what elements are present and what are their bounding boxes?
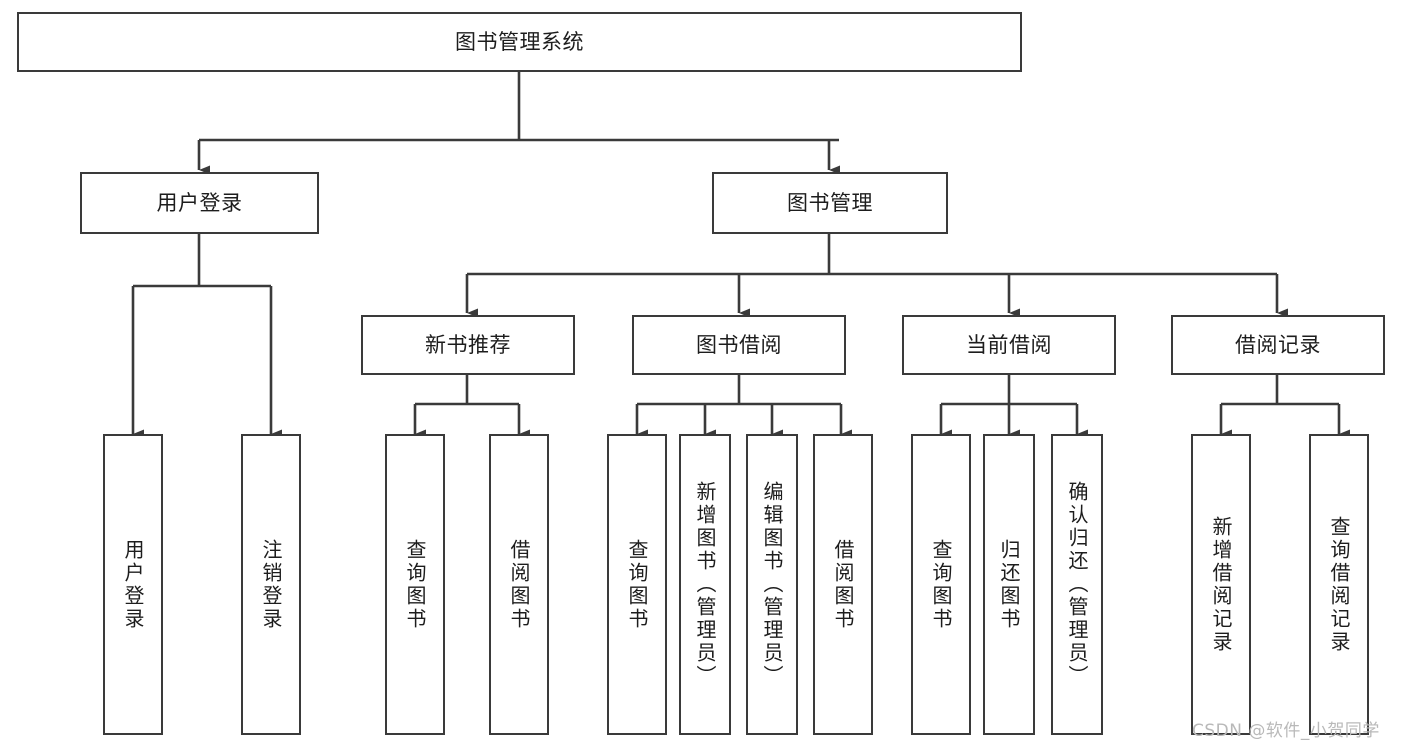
node-book-management[interactable]: 图书管理 — [712, 172, 948, 234]
leaf-record-query[interactable]: 查询借阅记录 — [1309, 434, 1369, 735]
leaf-user-login-signout[interactable]: 注销登录 — [241, 434, 301, 735]
leaf-record-add[interactable]: 新增借阅记录 — [1191, 434, 1251, 735]
node-new-book-recommend-label: 新书推荐 — [425, 332, 511, 357]
leaf-borrow-add-book[interactable]: 新增图书（管理员） — [679, 434, 731, 735]
node-book-borrow-label: 图书借阅 — [696, 332, 782, 357]
leaf-user-login-signout-label: 注销登录 — [259, 538, 283, 631]
node-user-login[interactable]: 用户登录 — [80, 172, 319, 234]
leaf-borrow-query[interactable]: 查询图书 — [607, 434, 667, 735]
leaf-newbook-borrow-label: 借阅图书 — [507, 538, 531, 631]
node-current-borrow-label: 当前借阅 — [966, 332, 1052, 357]
leaf-current-return[interactable]: 归还图书 — [983, 434, 1035, 735]
node-current-borrow[interactable]: 当前借阅 — [902, 315, 1116, 375]
node-borrow-record-label: 借阅记录 — [1235, 332, 1321, 357]
leaf-record-add-label: 新增借阅记录 — [1209, 515, 1233, 654]
leaf-borrow-edit-book[interactable]: 编辑图书（管理员） — [746, 434, 798, 735]
leaf-current-confirm-return-label: 确认归还（管理员） — [1065, 481, 1089, 688]
csdn-watermark: CSDN @软件_小贺同学 — [1192, 721, 1380, 741]
leaf-borrow-query-label: 查询图书 — [625, 538, 649, 631]
leaf-current-query-label: 查询图书 — [929, 538, 953, 631]
node-root-label: 图书管理系统 — [455, 29, 584, 54]
leaf-newbook-query-label: 查询图书 — [403, 538, 427, 631]
leaf-newbook-query[interactable]: 查询图书 — [385, 434, 445, 735]
node-borrow-record[interactable]: 借阅记录 — [1171, 315, 1385, 375]
leaf-user-login-signin-label: 用户登录 — [121, 538, 145, 631]
leaf-record-query-label: 查询借阅记录 — [1327, 515, 1351, 654]
leaf-newbook-borrow[interactable]: 借阅图书 — [489, 434, 549, 735]
leaf-borrow-add-book-label: 新增图书（管理员） — [693, 481, 717, 688]
node-book-management-label: 图书管理 — [787, 190, 873, 215]
node-user-login-label: 用户登录 — [156, 190, 243, 215]
node-root[interactable]: 图书管理系统 — [17, 12, 1022, 72]
node-book-borrow[interactable]: 图书借阅 — [632, 315, 846, 375]
leaf-borrow-borrow-book[interactable]: 借阅图书 — [813, 434, 873, 735]
node-new-book-recommend[interactable]: 新书推荐 — [361, 315, 575, 375]
leaf-current-confirm-return[interactable]: 确认归还（管理员） — [1051, 434, 1103, 735]
leaf-user-login-signin[interactable]: 用户登录 — [103, 434, 163, 735]
leaf-current-return-label: 归还图书 — [997, 538, 1021, 631]
leaf-borrow-borrow-book-label: 借阅图书 — [831, 538, 855, 631]
leaf-borrow-edit-book-label: 编辑图书（管理员） — [760, 481, 784, 688]
leaf-current-query[interactable]: 查询图书 — [911, 434, 971, 735]
